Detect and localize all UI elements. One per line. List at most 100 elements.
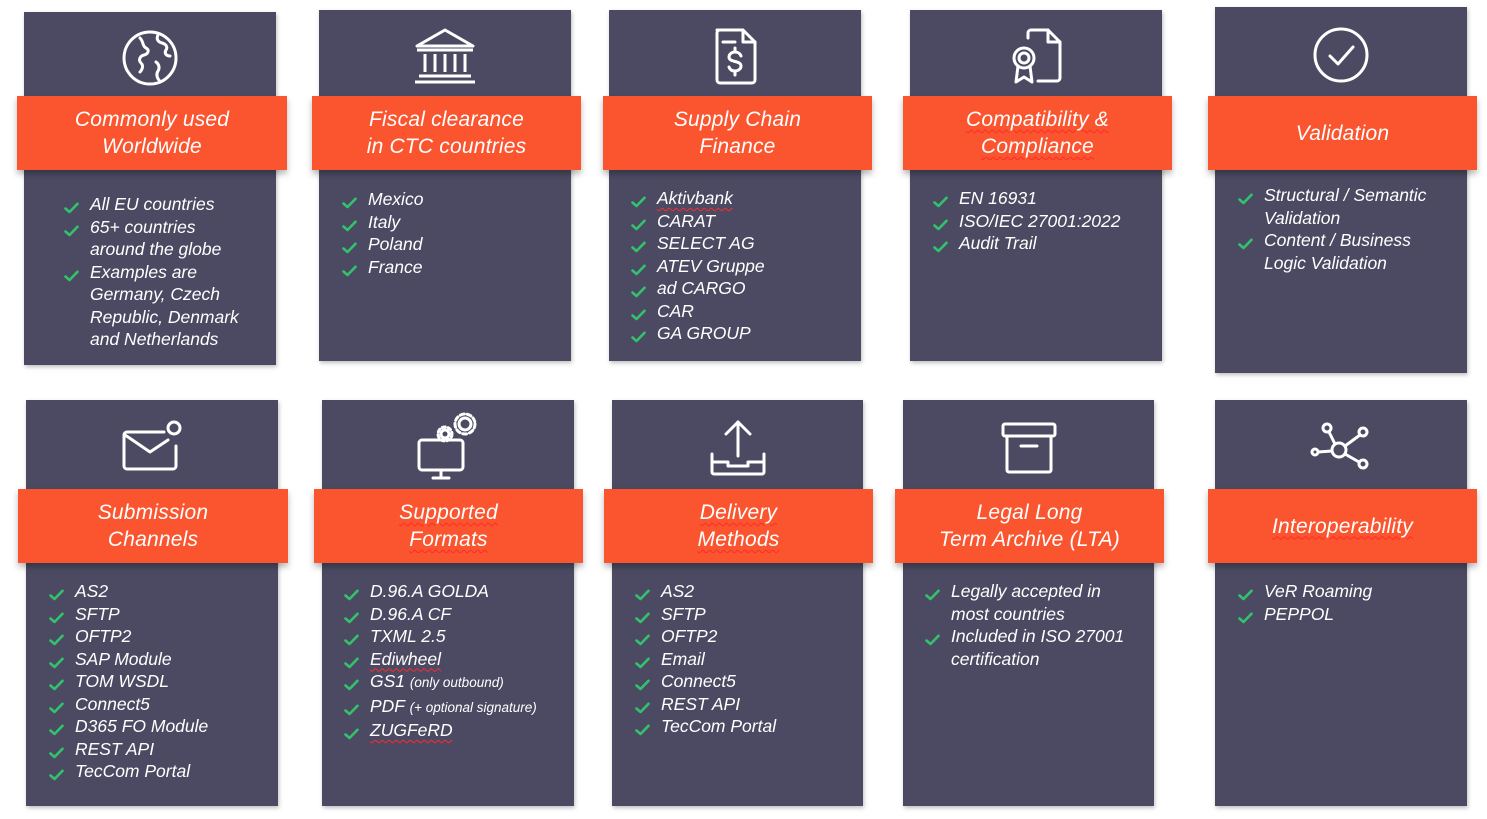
globe-icon bbox=[118, 26, 182, 90]
list-item: ISO/IEC 27001:2022 bbox=[933, 210, 1155, 233]
card-title: Interoperability bbox=[1208, 489, 1477, 563]
list-item: OFTP2 bbox=[49, 625, 271, 648]
check-icon bbox=[635, 652, 650, 668]
check-icon bbox=[49, 719, 64, 736]
list-item: Included in ISO 27001 certification bbox=[925, 625, 1150, 670]
item-list: Legally accepted in most countries Inclu… bbox=[925, 580, 1150, 670]
check-icon bbox=[64, 197, 79, 214]
check-circle-icon bbox=[1309, 23, 1373, 87]
list-item: Connect5 bbox=[635, 670, 857, 693]
list-item: OFTP2 bbox=[635, 625, 857, 648]
list-item: Audit Trail bbox=[933, 232, 1155, 255]
list-item: Email bbox=[635, 648, 857, 671]
check-icon bbox=[344, 629, 359, 646]
list-item: REST API bbox=[49, 738, 271, 761]
item-list: Aktivbank CARAT SELECT AG ATEV Gruppe ad… bbox=[631, 187, 853, 345]
list-item: AS2 bbox=[635, 580, 857, 603]
card-title: Supply Chain Finance bbox=[603, 96, 872, 170]
check-icon bbox=[49, 742, 64, 758]
check-icon bbox=[1238, 584, 1253, 601]
item-list: All EU countries 65+ countries around th… bbox=[64, 193, 269, 351]
list-item: Structural / Semantic Validation bbox=[1238, 184, 1460, 229]
check-icon bbox=[344, 584, 359, 601]
item-list: D.96.A GOLDA D.96.A CF TXML 2.5 Ediwheel… bbox=[344, 580, 574, 742]
item-list: EN 16931 ISO/IEC 27001:2022 Audit Trail bbox=[933, 187, 1155, 255]
list-item: ad CARGO bbox=[631, 277, 853, 300]
check-icon bbox=[635, 584, 650, 601]
list-item: SFTP bbox=[635, 603, 857, 626]
check-icon bbox=[635, 697, 650, 713]
card-supported-formats bbox=[322, 400, 574, 806]
check-icon bbox=[1238, 188, 1253, 205]
check-icon bbox=[631, 259, 646, 275]
list-item: Aktivbank bbox=[631, 187, 853, 210]
check-icon bbox=[49, 674, 64, 691]
card-title: Compatibility & Compliance bbox=[903, 96, 1172, 170]
list-item: Legally accepted in most countries bbox=[925, 580, 1150, 625]
check-icon bbox=[342, 237, 357, 254]
list-item: TOM WSDL bbox=[49, 670, 271, 693]
card-title-text: Delivery Methods bbox=[697, 501, 780, 551]
card-supply-chain-finance bbox=[609, 10, 861, 361]
check-icon bbox=[1238, 233, 1253, 250]
check-icon bbox=[64, 220, 79, 236]
list-item: D365 FO Module bbox=[49, 715, 271, 738]
list-item: PDF (+ optional signature) bbox=[344, 695, 574, 720]
archive-box-icon bbox=[997, 416, 1061, 480]
card-title: Delivery Methods bbox=[604, 489, 873, 563]
check-icon bbox=[631, 326, 646, 343]
list-item: GA GROUP bbox=[631, 322, 853, 345]
check-icon bbox=[631, 281, 646, 298]
list-item: D.96.A GOLDA bbox=[344, 580, 574, 603]
card-title: Supported Formats bbox=[314, 489, 583, 563]
card-title-text: Compatibility & Compliance bbox=[965, 108, 1110, 158]
check-icon bbox=[925, 629, 940, 646]
list-item: D.96.A CF bbox=[344, 603, 574, 626]
check-icon bbox=[342, 192, 357, 209]
list-item: SAP Module bbox=[49, 648, 271, 671]
mail-notification-icon bbox=[120, 416, 184, 480]
bank-icon bbox=[413, 24, 477, 88]
card-title-text: Supported Formats bbox=[399, 501, 498, 551]
check-icon bbox=[933, 191, 948, 208]
card-title-text: Interoperability bbox=[1272, 514, 1413, 538]
list-item: SFTP bbox=[49, 603, 271, 626]
list-item: All EU countries bbox=[64, 193, 269, 216]
check-icon bbox=[342, 260, 357, 276]
list-item: ATEV Gruppe bbox=[631, 255, 853, 278]
check-icon bbox=[344, 723, 359, 740]
check-icon bbox=[1238, 607, 1253, 623]
monitor-gears-icon bbox=[413, 410, 483, 480]
list-item: ZUGFeRD bbox=[344, 719, 574, 742]
card-delivery-methods bbox=[612, 400, 863, 806]
check-icon bbox=[344, 607, 359, 623]
invoice-dollar-icon bbox=[703, 24, 767, 88]
network-nodes-icon bbox=[1309, 416, 1373, 480]
check-icon bbox=[635, 607, 650, 623]
card-legal-long-term-archive bbox=[903, 400, 1154, 806]
check-icon bbox=[635, 629, 650, 646]
check-icon bbox=[933, 214, 948, 230]
list-item: VeR Roaming bbox=[1238, 580, 1460, 603]
check-icon bbox=[631, 304, 646, 320]
list-item: TecCom Portal bbox=[49, 760, 271, 783]
check-icon bbox=[344, 674, 359, 691]
list-item: TXML 2.5 bbox=[344, 625, 574, 648]
card-validation bbox=[1215, 7, 1467, 373]
list-item: GS1 (only outbound) bbox=[344, 670, 574, 695]
check-icon bbox=[344, 652, 359, 668]
check-icon bbox=[49, 629, 64, 646]
list-item: Examples are Germany, Czech Republic, De… bbox=[64, 261, 269, 351]
list-item: REST API bbox=[635, 693, 857, 716]
list-item: Italy bbox=[342, 211, 564, 234]
item-list: AS2 SFTP OFTP2 Email Connect5 REST API T… bbox=[635, 580, 857, 738]
check-icon bbox=[49, 584, 64, 601]
list-item: Poland bbox=[342, 233, 564, 256]
check-icon bbox=[925, 584, 940, 601]
card-title: Commonly used Worldwide bbox=[17, 96, 287, 170]
check-icon bbox=[635, 719, 650, 736]
card-compatibility-compliance bbox=[910, 10, 1162, 361]
list-item: TecCom Portal bbox=[635, 715, 857, 738]
check-icon bbox=[344, 699, 359, 715]
item-list: Mexico Italy Poland France bbox=[342, 188, 564, 278]
